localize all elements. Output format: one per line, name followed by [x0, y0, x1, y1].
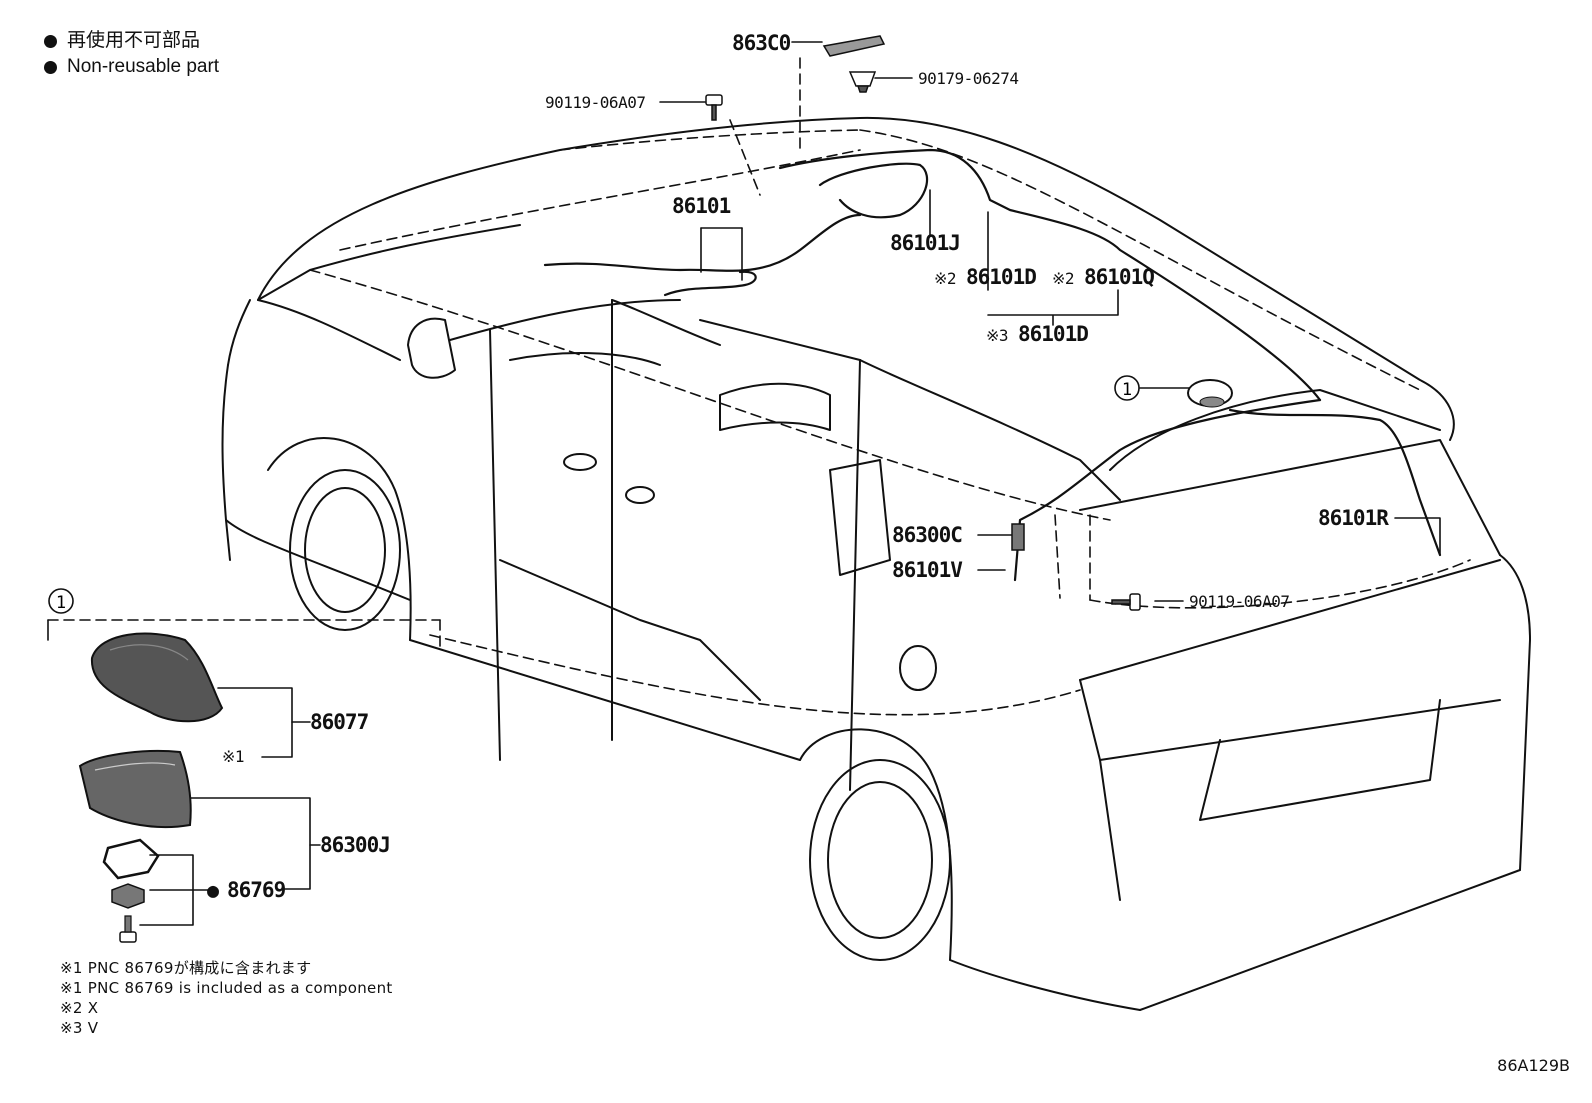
legend-row-en: Non-reusable part: [44, 54, 219, 80]
part-label-86101J: 86101J: [890, 231, 960, 255]
legend-text-en: Non-reusable part: [67, 56, 220, 77]
antenna-base-icon: [1187, 379, 1233, 408]
gasket-icon: [102, 838, 160, 880]
bolt-icon: [1111, 593, 1141, 611]
part-label-86101D-v: 86101D: [1018, 322, 1088, 346]
svg-text:1: 1: [1122, 380, 1132, 400]
van-body-outline: [221, 116, 1531, 1011]
non-reusable-mark: ●: [207, 878, 219, 902]
part-label-86769: 86769: [227, 878, 286, 902]
part-label-86300J: 86300J: [320, 833, 390, 857]
footnote: ※3 V: [60, 1019, 99, 1037]
diagram-code: 86A129B: [1497, 1056, 1570, 1075]
nut-icon: [111, 883, 145, 909]
note-mark-1: ※1: [222, 747, 244, 766]
footnote: ※1 PNC 86769 is included as a component: [60, 979, 393, 997]
shark-fin-antenna-cover-icon: [90, 632, 224, 723]
dashed-guides: [47, 57, 1471, 716]
footnote: ※2 X: [60, 999, 99, 1017]
leader-lines: [47, 41, 1441, 926]
part-label-86300C: 86300C: [892, 523, 962, 547]
legend-text-jp: 再使用不可部品: [67, 30, 201, 51]
part-label-86101V: 86101V: [892, 558, 963, 582]
part-label-90179-06274: 90179-06274: [918, 69, 1018, 88]
part-label-863C0: 863C0: [732, 31, 791, 55]
bracket-icon: [822, 35, 886, 57]
callout-1: 1: [1114, 375, 1140, 401]
callout-1-detail: 1: [48, 588, 74, 614]
part-label-86077: 86077: [310, 710, 369, 734]
note-mark-2: ※2: [1052, 269, 1074, 288]
part-label-86101R: 86101R: [1318, 506, 1389, 530]
legend: 再使用不可部品 Non-reusable part: [44, 28, 219, 80]
antenna-assembly-icon: [78, 749, 192, 829]
bullet-icon: [44, 34, 57, 48]
part-label-86101: 86101: [672, 194, 731, 218]
footnote: ※1 PNC 86769が構成に含まれます: [60, 959, 312, 977]
note-mark-3: ※3: [986, 326, 1008, 345]
part-label-90119-06A07-rear: 90119-06A07: [1189, 592, 1289, 611]
svg-text:1: 1: [56, 593, 66, 613]
part-label-90119-06A07-top: 90119-06A07: [545, 93, 645, 112]
part-label-86101D-x: 86101D: [966, 265, 1036, 289]
legend-row-jp: 再使用不可部品: [44, 28, 219, 54]
antenna-harnesses: [543, 148, 1442, 582]
connector-icon: [1011, 523, 1025, 551]
footnotes: ※1 PNC 86769が構成に含まれます ※1 PNC 86769 is in…: [60, 958, 393, 1038]
clip-icon: [848, 71, 877, 93]
part-label-86101Q: 86101Q: [1084, 265, 1154, 289]
bullet-icon: [44, 60, 57, 74]
bolt-icon: [705, 94, 723, 121]
note-mark-2: ※2: [934, 269, 956, 288]
screw-icon: [119, 915, 137, 943]
